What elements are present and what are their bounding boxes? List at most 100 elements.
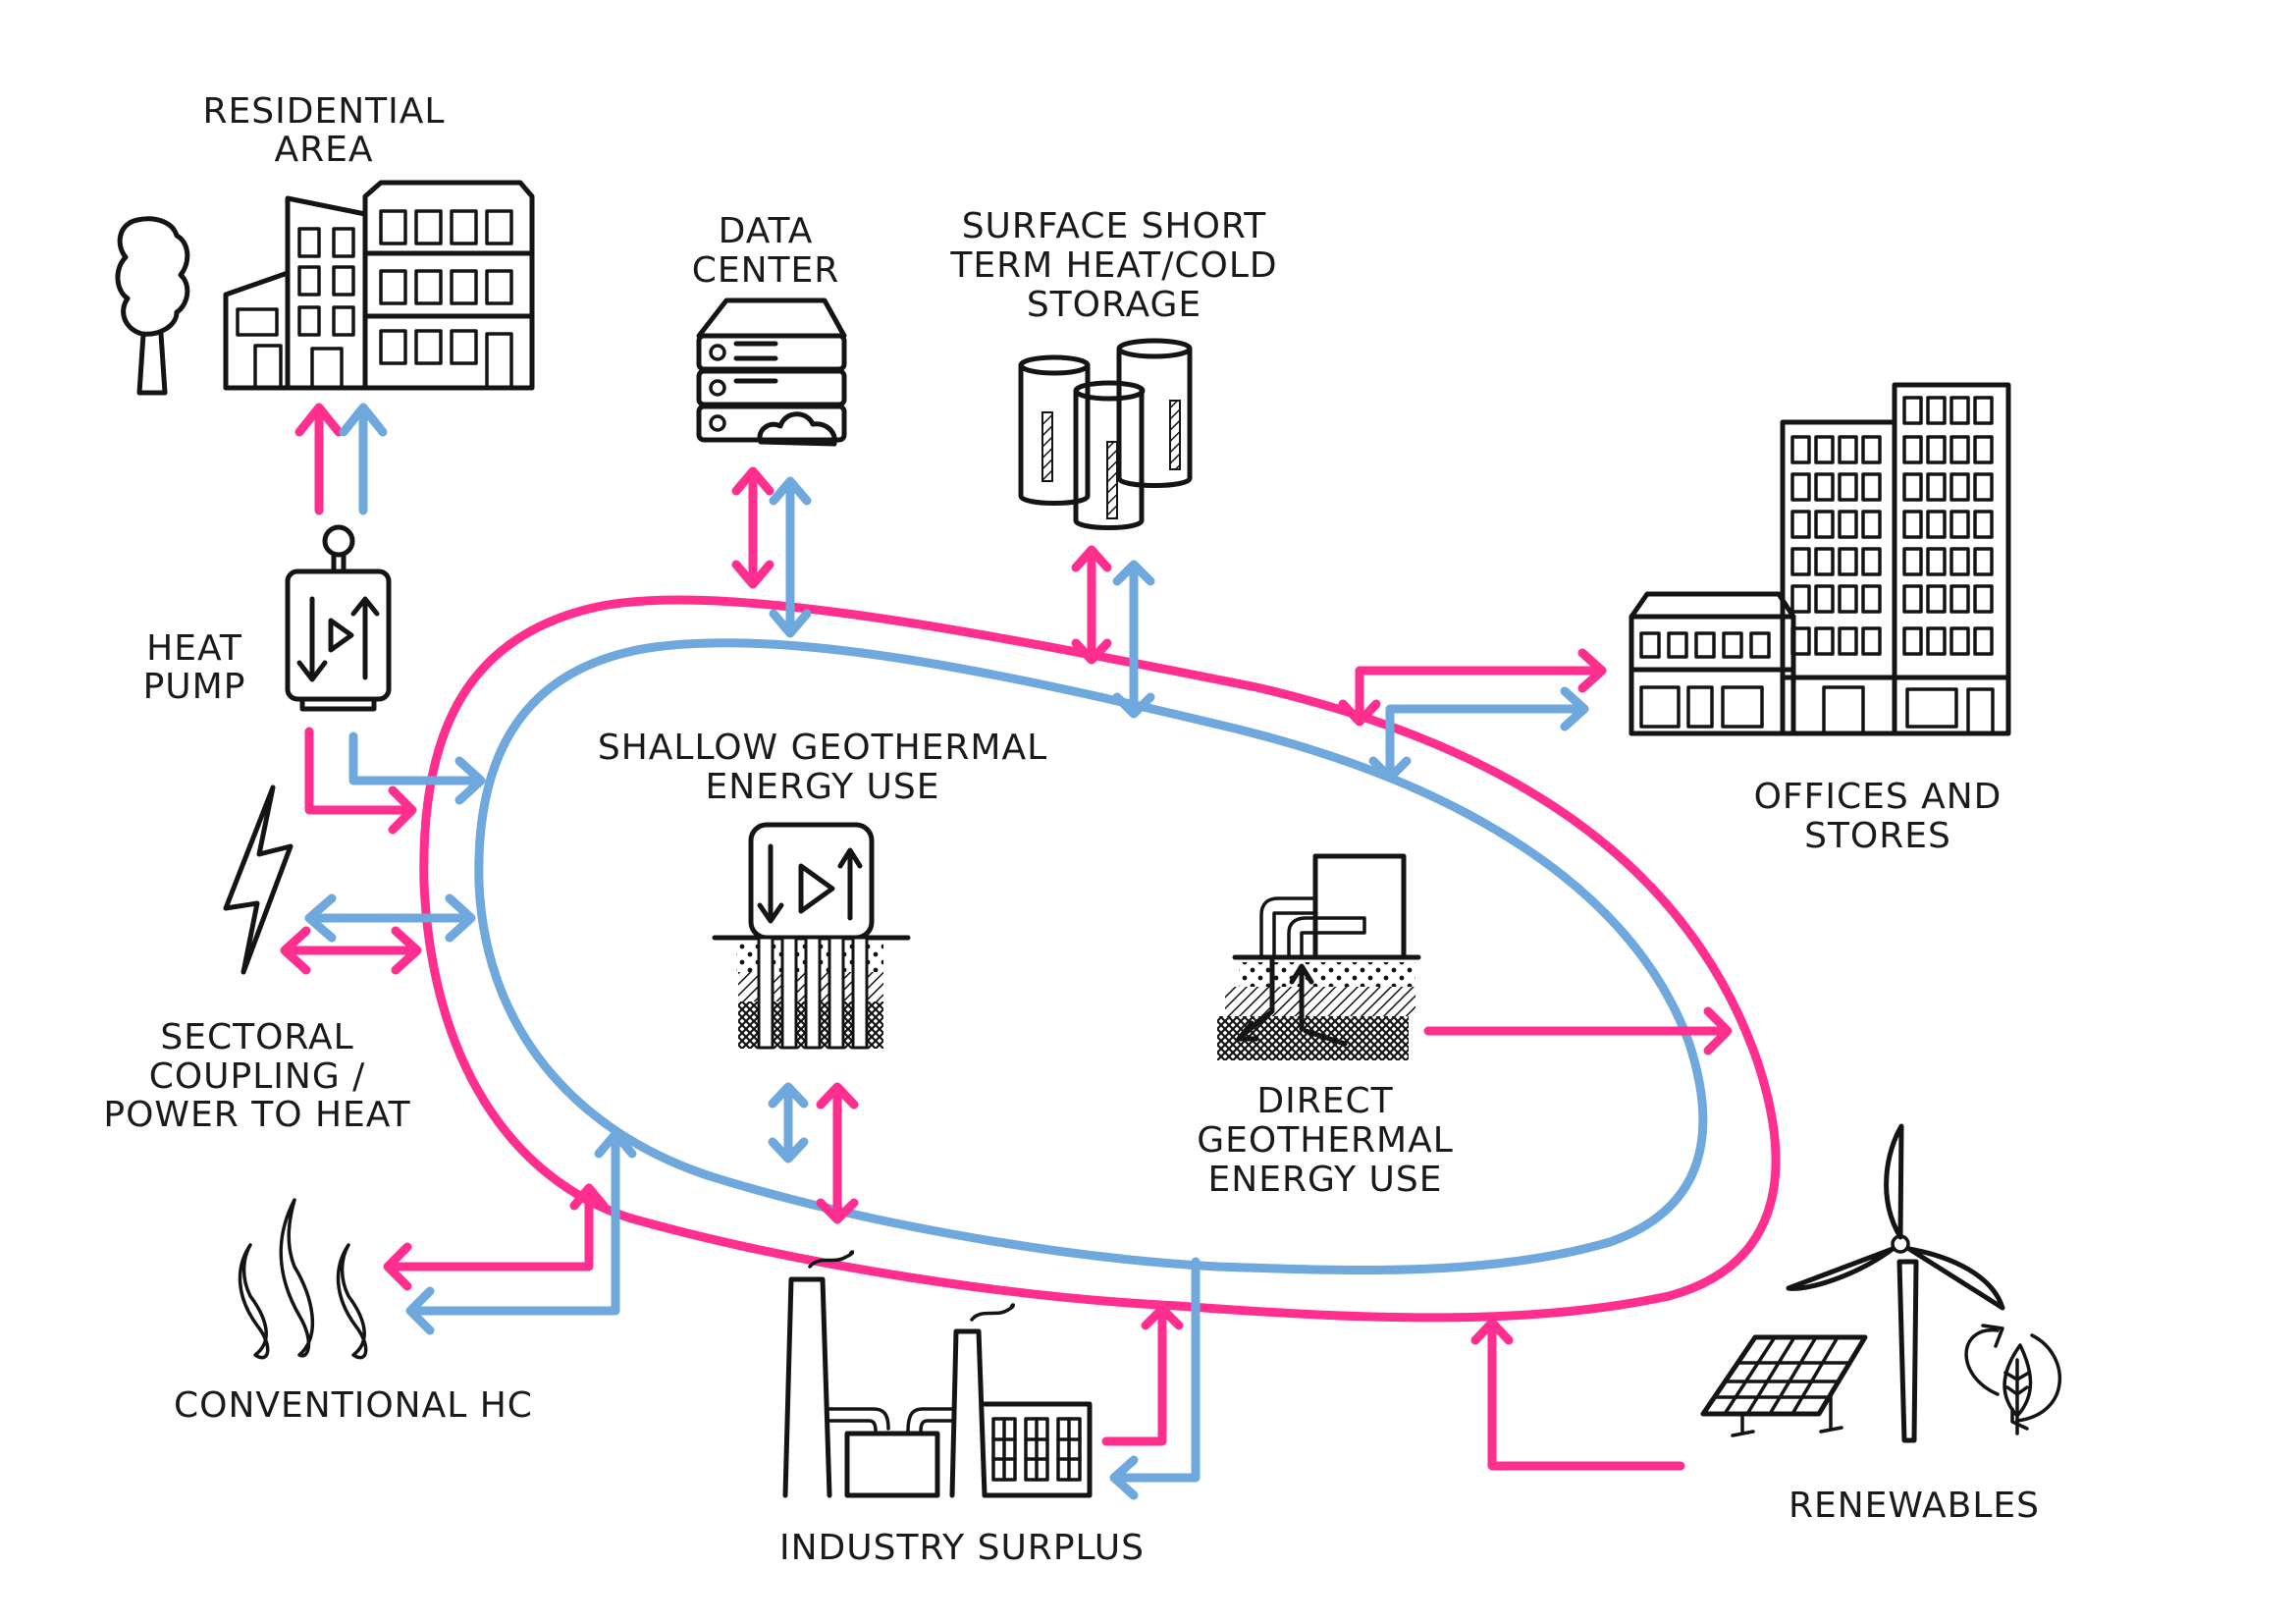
office-window: [1926, 547, 1947, 576]
data-center-arrows: [731, 466, 812, 638]
office-window: [1838, 584, 1858, 614]
office-window: [1926, 626, 1947, 656]
server-cloud-icon: [696, 298, 847, 447]
office-window: [1814, 547, 1835, 576]
heat-waves-icon: [238, 1198, 368, 1360]
office-window: [1926, 584, 1947, 614]
office-window: [1973, 396, 1994, 425]
label-industry: INDUSTRY SURPLUS: [779, 1528, 1145, 1568]
hot-loop: [419, 595, 1781, 1323]
label-line: COUPLING /: [149, 1056, 366, 1097]
office-window: [1814, 472, 1835, 502]
residential-arrows: [294, 403, 388, 515]
label-line: OFFICES AND: [1754, 777, 2002, 817]
office-window: [1926, 472, 1947, 502]
office-window: [1949, 584, 1970, 614]
label-offices: OFFICES AND STORES: [1754, 777, 2002, 856]
office-window: [1790, 435, 1811, 464]
label-heat-pump: HEAT PUMP: [143, 628, 246, 707]
label-direct: DIRECT GEOTHERMAL ENERGY USE: [1197, 1081, 1454, 1200]
heat-pump-icon: [285, 524, 392, 712]
wind-solar-biomass-icon: [1700, 1123, 2062, 1443]
label-line: SHALLOW GEOTHERMAL: [598, 728, 1047, 768]
office-window: [1790, 547, 1811, 576]
label-line: SECTORAL: [160, 1017, 353, 1057]
shallow-arrows: [768, 1082, 859, 1224]
office-window: [1902, 626, 1923, 656]
office-window: [1838, 510, 1858, 539]
label-line: PUMP: [143, 667, 246, 707]
office-window: [1838, 547, 1858, 576]
office-window: [1926, 396, 1947, 425]
renewables-arrow: [1470, 1318, 1685, 1471]
label-residential: RESIDENTIAL AREA: [203, 91, 446, 170]
label-line: CENTER: [692, 250, 840, 291]
office-window: [1838, 472, 1858, 502]
office-window: [1861, 510, 1882, 539]
office-window: [1973, 472, 1994, 502]
office-window: [1790, 626, 1811, 656]
label-sectoral: SECTORAL COUPLING / POWER TO HEAT: [103, 1017, 409, 1135]
label-line: DIRECT: [1256, 1081, 1393, 1121]
label-line: DATA: [719, 211, 814, 251]
office-window: [1861, 547, 1882, 576]
office-window: [1973, 435, 1994, 464]
office-window: [1949, 472, 1970, 502]
office-window: [1838, 626, 1858, 656]
borehole-heat-exchanger-icon: [712, 822, 911, 1050]
office-window: [1949, 626, 1970, 656]
office-window: [1861, 584, 1882, 614]
label-line: RESIDENTIAL: [203, 91, 446, 132]
label-line: ENERGY USE: [706, 767, 940, 807]
office-window: [1790, 584, 1811, 614]
label-data-center: DATA CENTER: [692, 211, 840, 291]
office-window: [1902, 510, 1923, 539]
label-line: HEAT: [146, 628, 242, 669]
geothermal-well-icon: [1217, 853, 1421, 1060]
label-line: ENERGY USE: [1208, 1160, 1443, 1200]
label-line: STORES: [1804, 816, 1951, 856]
office-window: [1926, 510, 1947, 539]
conventional-arrows: [383, 1129, 637, 1335]
cold-loop: [474, 638, 1708, 1275]
label-renewables: RENEWABLES: [1789, 1486, 2040, 1526]
storage-arrows: [1071, 545, 1155, 719]
office-window: [1861, 626, 1882, 656]
office-window: [1902, 547, 1923, 576]
office-window: [1973, 510, 1994, 539]
office-window: [1949, 510, 1970, 539]
factory-icon: [782, 1250, 1093, 1498]
office-window: [1902, 584, 1923, 614]
label-line: GEOTHERMAL: [1197, 1120, 1454, 1161]
office-window: [1838, 435, 1858, 464]
label-line: RENEWABLES: [1789, 1486, 2040, 1526]
storage-tanks-icon: [1018, 338, 1193, 530]
office-window: [1814, 510, 1835, 539]
label-line: INDUSTRY SURPLUS: [779, 1528, 1145, 1568]
office-window: [1814, 435, 1835, 464]
office-window: [1902, 435, 1923, 464]
office-window: [1949, 547, 1970, 576]
office-windows: [1790, 396, 1994, 656]
lightning-bolt-icon: [223, 785, 294, 975]
office-window: [1973, 626, 1994, 656]
heat-pump-arrows: [304, 727, 486, 835]
label-line: AREA: [274, 130, 373, 170]
office-window: [1861, 472, 1882, 502]
office-window: [1814, 626, 1835, 656]
office-window: [1973, 584, 1994, 614]
office-window: [1814, 584, 1835, 614]
label-conventional: CONVENTIONAL HC: [174, 1385, 532, 1426]
office-window: [1926, 435, 1947, 464]
direct-arrow: [1423, 1006, 1733, 1056]
office-buildings-icon: [1629, 382, 2011, 736]
label-line: TERM HEAT/COLD: [949, 245, 1277, 286]
label-line: STORAGE: [1027, 285, 1201, 325]
office-window: [1902, 472, 1923, 502]
sectoral-arrows: [280, 893, 476, 975]
label-line: SURFACE SHORT: [962, 206, 1267, 246]
office-window: [1790, 510, 1811, 539]
label-shallow: SHALLOW GEOTHERMAL ENERGY USE: [598, 728, 1047, 807]
industry-arrows: [1101, 1257, 1201, 1500]
